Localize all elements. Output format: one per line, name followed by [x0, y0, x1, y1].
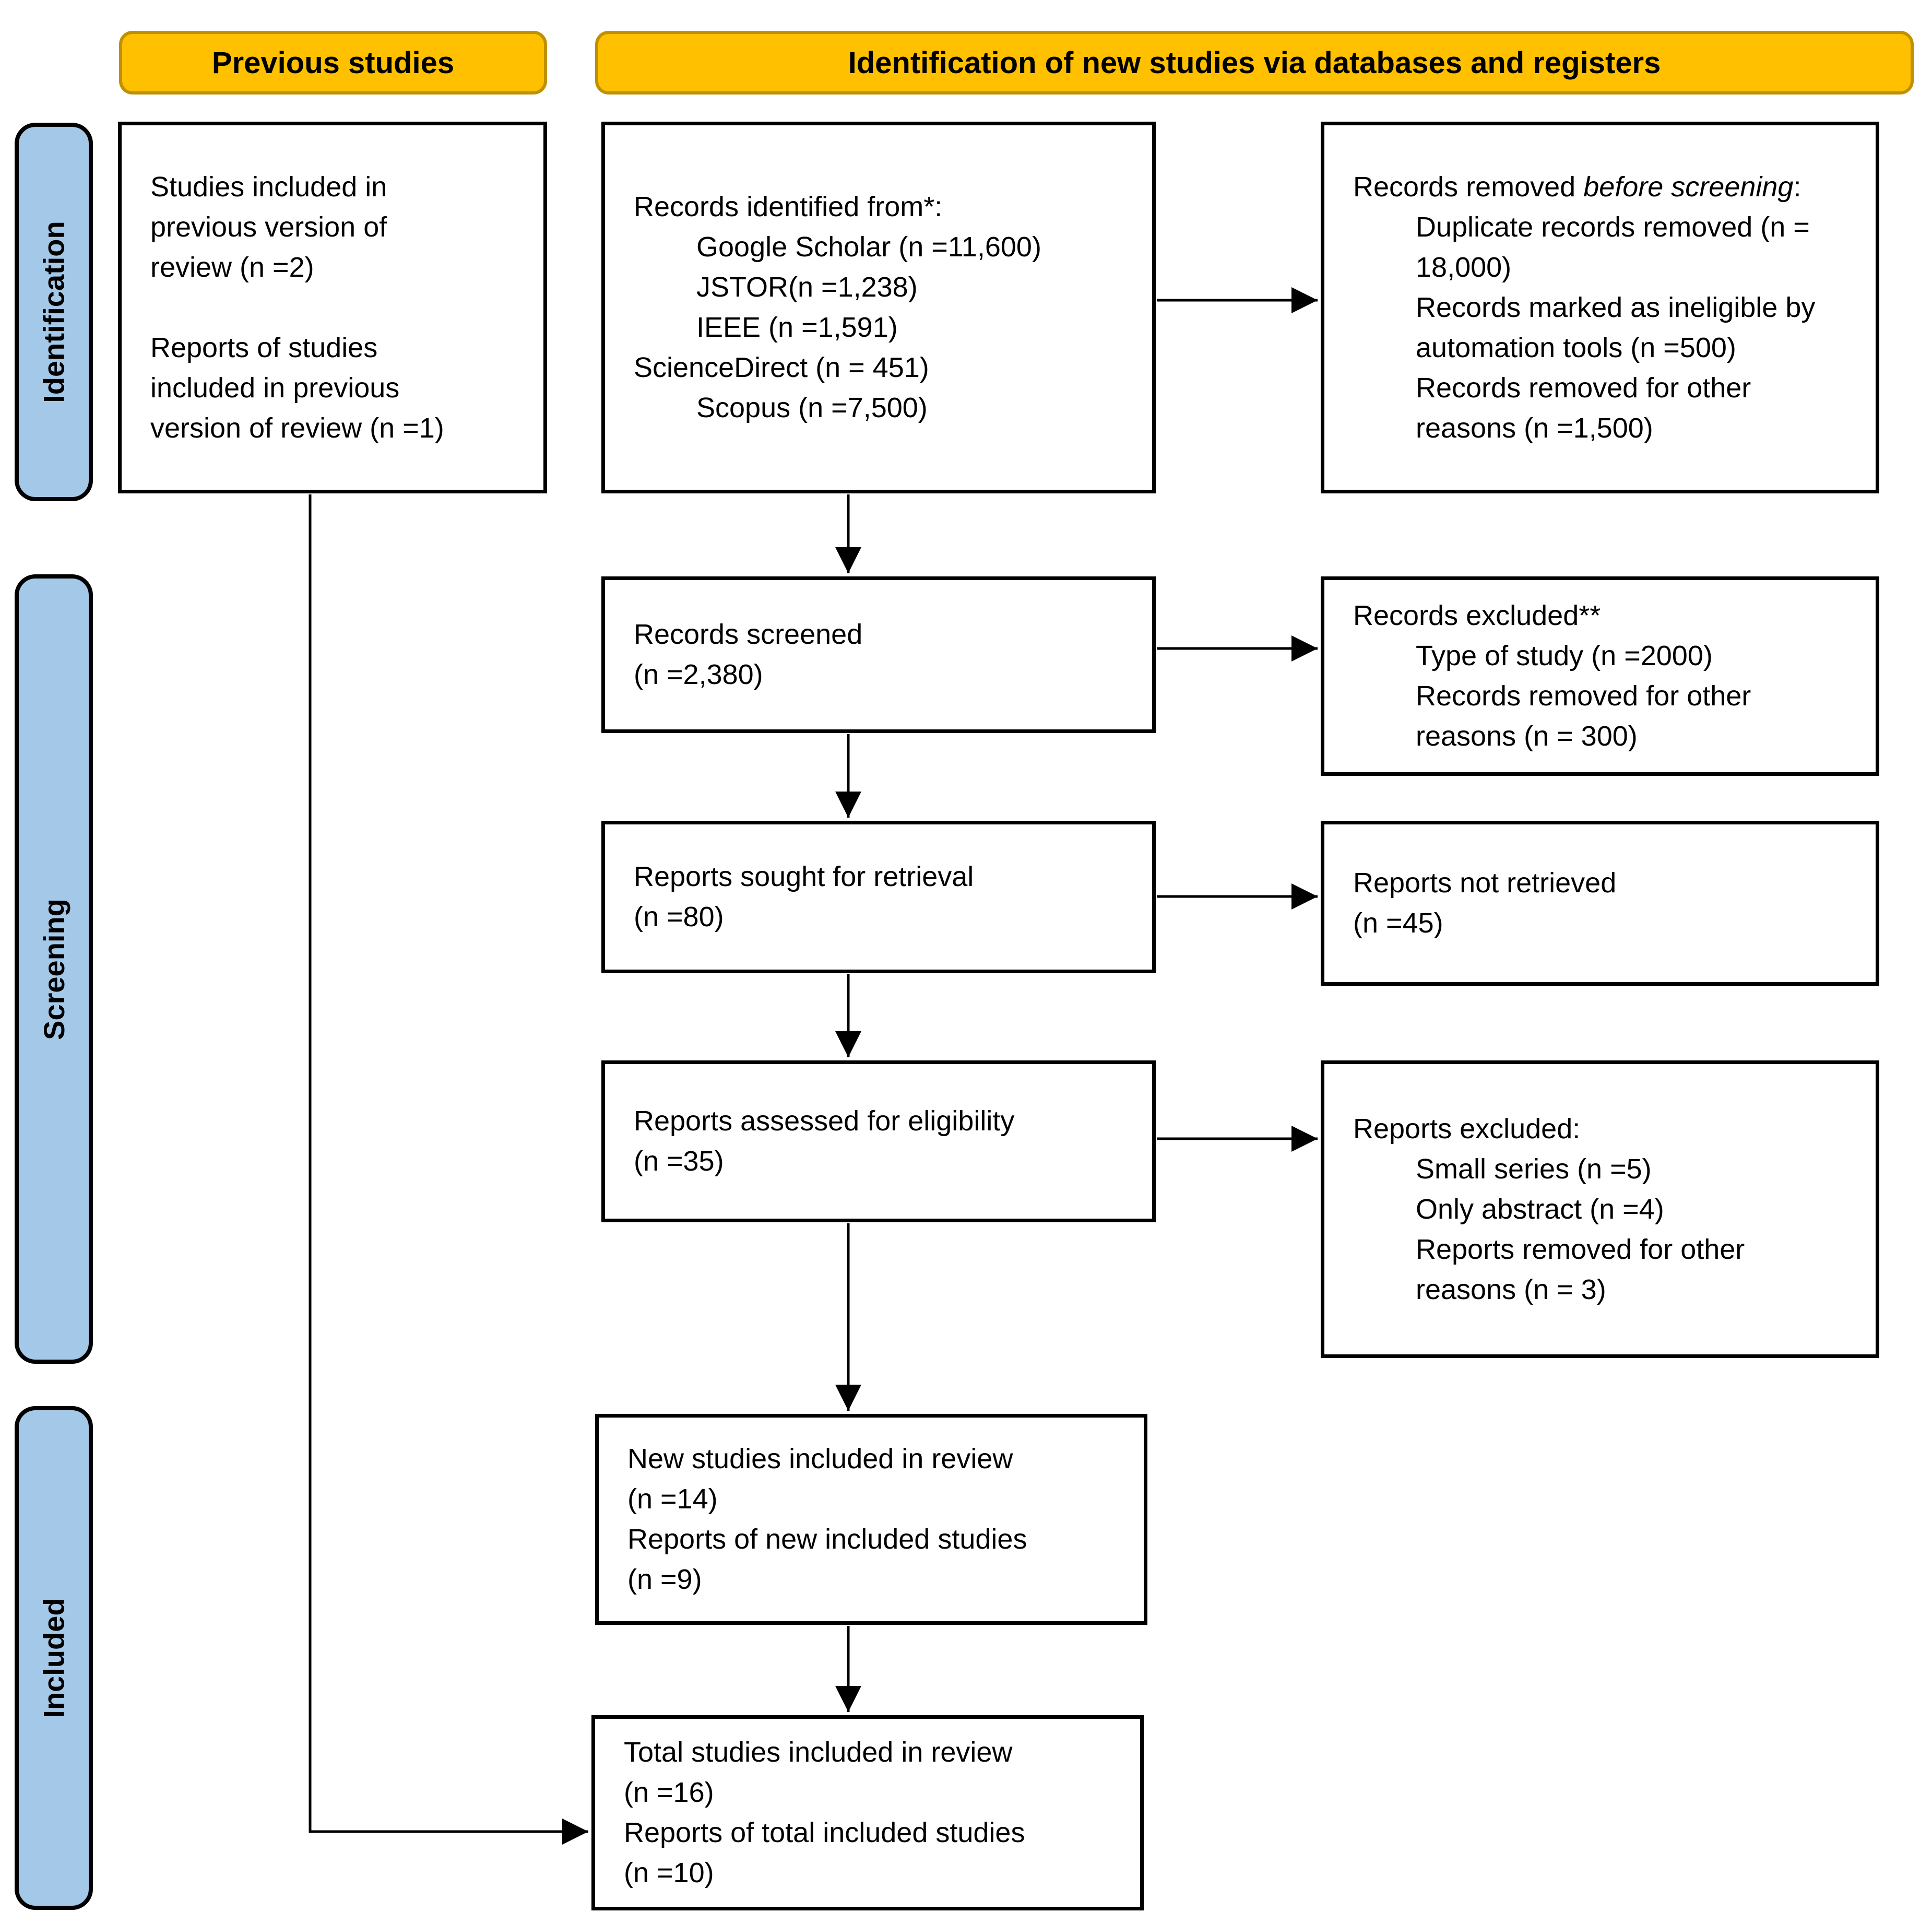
- reports-excluded-box: Reports excluded: Small series (n =5) On…: [1321, 1060, 1879, 1358]
- text-segment: :: [1793, 171, 1801, 203]
- box-line: Reports of new included studies: [627, 1524, 1027, 1555]
- box-line: (n =80): [634, 901, 724, 933]
- box-line: Only abstract (n =4): [1416, 1193, 1664, 1225]
- reports-sought-box: Reports sought for retrieval (n =80): [601, 821, 1156, 973]
- box-line: JSTOR(n =1,238): [696, 272, 918, 303]
- box-line: (n =45): [1353, 907, 1443, 939]
- box-line: Reports of studies: [150, 332, 378, 363]
- previous-studies-header-label: Previous studies: [211, 45, 455, 80]
- box-line: included in previous: [150, 372, 400, 404]
- box-title: Records identified from*:: [634, 191, 943, 222]
- new-studies-included-box: New studies included in review (n =14) R…: [595, 1414, 1147, 1625]
- records-screened-box: Records screened (n =2,380): [601, 576, 1156, 733]
- box-line: Scopus (n =7,500): [696, 392, 928, 423]
- previous-studies-header: Previous studies: [119, 31, 547, 95]
- box-line: previous version of: [150, 211, 387, 243]
- box-line: IEEE (n =1,591): [696, 312, 898, 343]
- stage-included-label: Included: [37, 1598, 70, 1718]
- box-line: Records screened: [634, 619, 863, 650]
- stage-included: Included: [15, 1406, 93, 1910]
- box-line: (n =35): [634, 1146, 724, 1177]
- new-studies-header-label: Identification of new studies via databa…: [848, 45, 1661, 80]
- box-line: Reports removed for other: [1416, 1233, 1745, 1265]
- arrow-previous-to-total: [309, 494, 588, 1845]
- stage-identification: Identification: [15, 123, 93, 501]
- previous-studies-box: Studies included in previous version of …: [118, 122, 547, 493]
- box-line: Reports of total included studies: [624, 1817, 1025, 1848]
- box-line: Records removed for other: [1416, 372, 1751, 404]
- box-line: Reports sought for retrieval: [634, 861, 974, 892]
- box-line: (n =16): [624, 1777, 714, 1808]
- box-line: Studies included in: [150, 171, 387, 203]
- stage-screening-label: Screening: [37, 898, 70, 1040]
- box-line: (n =10): [624, 1857, 714, 1889]
- box-line: version of review (n =1): [150, 412, 444, 444]
- stage-screening: Screening: [15, 574, 93, 1364]
- box-line: reasons (n = 3): [1416, 1273, 1606, 1305]
- box-line: (n =14): [627, 1483, 718, 1515]
- box-line: (n =2,380): [634, 659, 763, 690]
- box-title: Reports excluded:: [1353, 1113, 1581, 1144]
- reports-assessed-box: Reports assessed for eligibility (n =35): [601, 1060, 1156, 1222]
- reports-not-retrieved-box: Reports not retrieved (n =45): [1321, 821, 1879, 986]
- box-line: (n =9): [627, 1564, 702, 1595]
- box-line: Small series (n =5): [1416, 1153, 1652, 1185]
- new-studies-header: Identification of new studies via databa…: [595, 31, 1914, 95]
- box-title: Records removed before screening:: [1353, 167, 1855, 207]
- records-identified-box: Records identified from*: Google Scholar…: [601, 122, 1156, 493]
- box-line: Type of study (n =2000): [1416, 640, 1713, 671]
- box-line: automation tools (n =500): [1416, 332, 1736, 363]
- box-line: reasons (n = 300): [1416, 721, 1638, 752]
- box-title: Records excluded**: [1353, 600, 1601, 631]
- box-line: Reports not retrieved: [1353, 867, 1617, 899]
- records-removed-box: Records removed before screening: Duplic…: [1321, 122, 1879, 493]
- text-segment: Records removed: [1353, 171, 1584, 203]
- box-line: ScienceDirect (n = 451): [634, 352, 929, 383]
- stage-identification-label: Identification: [37, 221, 70, 403]
- box-line: review (n =2): [150, 251, 314, 283]
- box-line: New studies included in review: [627, 1443, 1013, 1474]
- box-line: Records marked as ineligible by: [1416, 291, 1816, 323]
- records-excluded-box: Records excluded** Type of study (n =200…: [1321, 576, 1879, 776]
- total-studies-included-box: Total studies included in review (n =16)…: [591, 1715, 1144, 1910]
- box-line: Duplicate records removed (n =: [1416, 211, 1810, 243]
- box-line: Reports assessed for eligibility: [634, 1105, 1015, 1137]
- box-line: Total studies included in review: [624, 1737, 1013, 1768]
- text-segment-italic: before screening: [1583, 171, 1794, 203]
- box-line: Records removed for other: [1416, 680, 1751, 712]
- box-line: reasons (n =1,500): [1416, 412, 1653, 444]
- box-line: Google Scholar (n =11,600): [696, 231, 1041, 263]
- box-line: 18,000): [1416, 251, 1512, 283]
